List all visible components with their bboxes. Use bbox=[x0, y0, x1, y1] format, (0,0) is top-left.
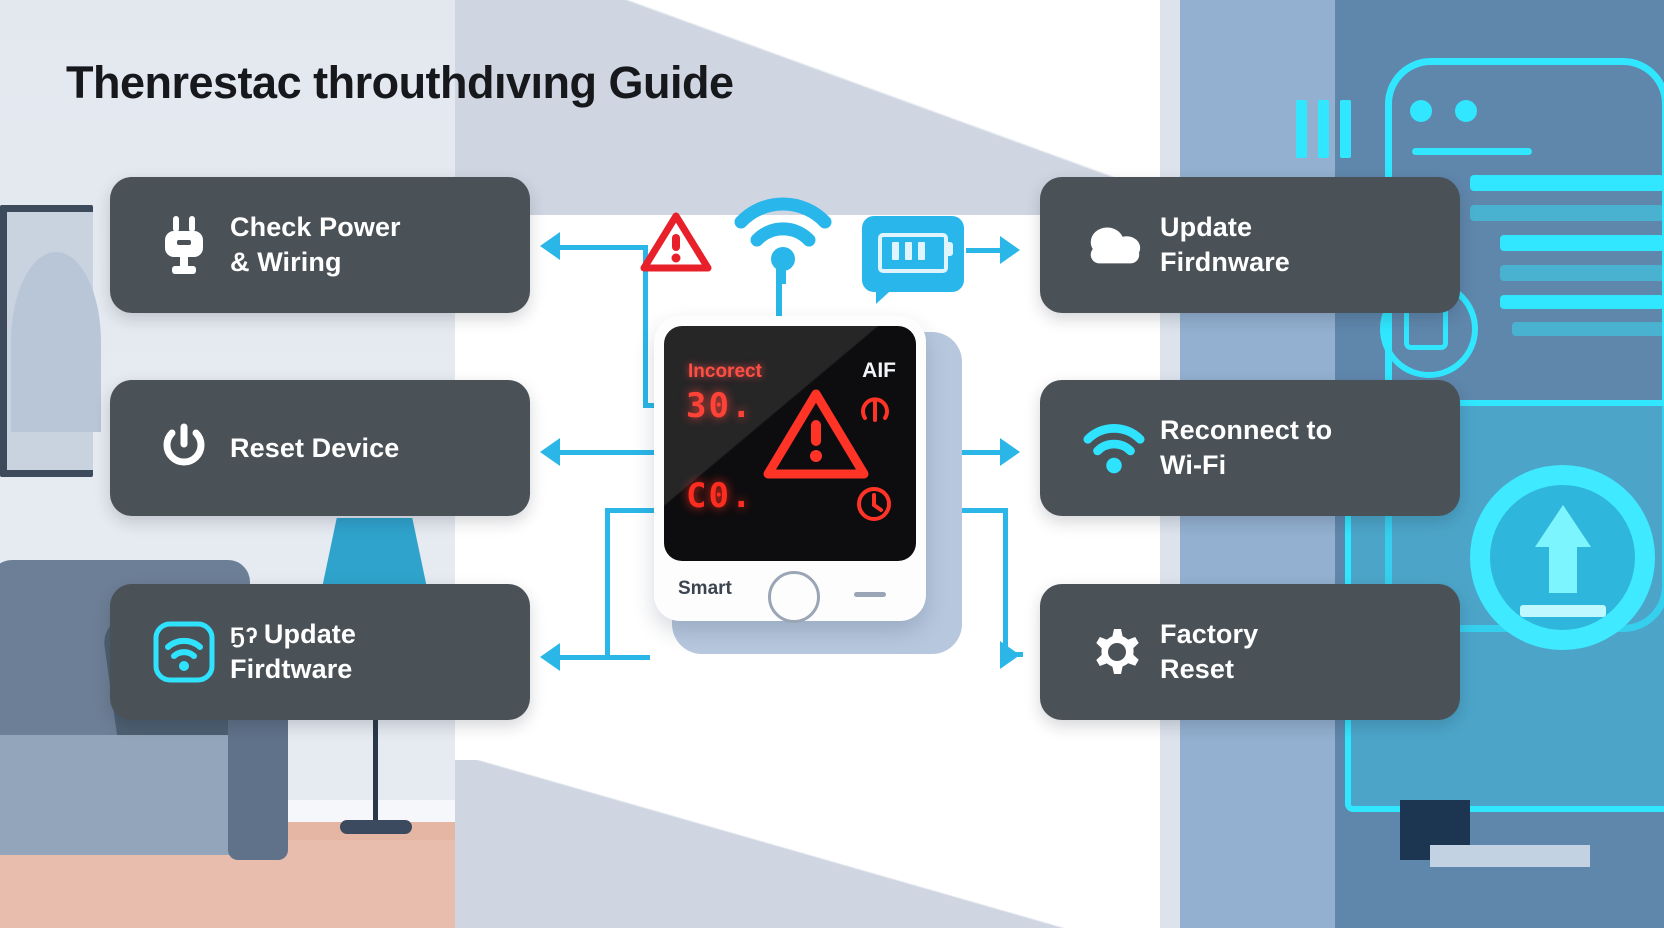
upload-arrow-head bbox=[1535, 505, 1591, 547]
neon-line-3 bbox=[1470, 205, 1664, 221]
plug-icon bbox=[152, 216, 216, 274]
card-label: Check Power & Wiring bbox=[230, 210, 401, 279]
card-reset-device[interactable]: Reset Device bbox=[110, 380, 530, 516]
connector-left-top-h bbox=[548, 245, 648, 410]
screen-glare bbox=[664, 326, 916, 561]
connector-left-bot-h bbox=[605, 655, 650, 660]
card-line-2: Reset bbox=[1160, 654, 1235, 684]
card-label: Update Firdnware bbox=[1160, 210, 1290, 279]
device-power-icon bbox=[856, 394, 894, 432]
neon-dot-left bbox=[1410, 100, 1432, 122]
card-line-2: Firdnware bbox=[1160, 247, 1290, 277]
connector-left-top-v bbox=[643, 245, 648, 408]
card-label: Factory Reset bbox=[1160, 617, 1258, 686]
device-knob[interactable] bbox=[768, 571, 820, 623]
device-warning-triangle-icon bbox=[760, 384, 872, 484]
battery-bubble-icon bbox=[862, 216, 964, 304]
arrow-right-mid bbox=[1000, 438, 1020, 466]
sofa-seat bbox=[0, 735, 270, 855]
monitor-foot bbox=[1430, 845, 1590, 867]
connector-right-top bbox=[966, 248, 1016, 253]
card-line-1: Reset Device bbox=[230, 432, 400, 463]
arrow-left-bottom bbox=[540, 643, 560, 671]
neon-dot-right bbox=[1455, 100, 1477, 122]
neon-tick-marks bbox=[1296, 100, 1356, 158]
connector-left-bot-v bbox=[605, 513, 610, 658]
device-reading-bottom: C0. bbox=[686, 476, 753, 516]
device-dash-indicator bbox=[854, 592, 886, 597]
battery-icon bbox=[878, 233, 948, 273]
neon-line-4 bbox=[1500, 235, 1664, 251]
smart-thermostat[interactable]: Incorect AIF 30. C0. bbox=[654, 316, 926, 623]
connector-right-mid bbox=[930, 450, 1015, 455]
connector-left-mid bbox=[560, 450, 660, 455]
battery-tip bbox=[945, 242, 953, 256]
wifi-signal-icon bbox=[733, 196, 833, 284]
device-mode-label: AIF bbox=[862, 359, 896, 383]
connector-right-bot-v bbox=[1003, 508, 1008, 655]
card-line-2: Firdtware bbox=[230, 654, 353, 684]
neon-line-2 bbox=[1470, 175, 1664, 191]
floor-lamp-base bbox=[340, 820, 412, 834]
neon-line-1 bbox=[1412, 148, 1532, 155]
arrow-left-top bbox=[540, 232, 560, 260]
connector-left-bot-h2 bbox=[605, 508, 663, 513]
floor-lamp-shade bbox=[322, 518, 427, 588]
card-line-1: Factory bbox=[1160, 619, 1259, 650]
card-line-1: Check Power bbox=[230, 212, 401, 243]
device-screen: Incorect AIF 30. C0. bbox=[664, 326, 916, 561]
card-factory-reset[interactable]: Factory Reset bbox=[1040, 584, 1460, 720]
device-reading-top: 30. bbox=[686, 386, 753, 426]
gear-icon bbox=[1082, 622, 1146, 682]
card-label: Reset Device bbox=[230, 431, 399, 466]
neon-line-5 bbox=[1500, 265, 1664, 281]
page-title: Thenrestac throuthdıvıng Guide bbox=[66, 57, 734, 108]
upload-baseline bbox=[1520, 605, 1606, 617]
power-icon bbox=[152, 422, 216, 474]
card-line-1: Update bbox=[1160, 212, 1253, 243]
connector-right-bot-h bbox=[930, 508, 1008, 513]
connector-left-bot-h3 bbox=[556, 655, 608, 660]
card-prefix: Ҕʔ bbox=[230, 623, 258, 649]
card-line-1: Reconnect to bbox=[1160, 415, 1333, 446]
card-line-1: Update bbox=[263, 619, 357, 650]
arrow-right-bottom bbox=[1000, 641, 1020, 669]
picture-frame-art bbox=[11, 252, 101, 432]
neon-line-7 bbox=[1512, 322, 1664, 336]
device-status-label: Incorect bbox=[688, 361, 762, 383]
card-check-power[interactable]: Check Power & Wiring bbox=[110, 177, 530, 313]
cloud-icon bbox=[1082, 222, 1146, 268]
card-label: Reconnect to Wi-Fi bbox=[1160, 413, 1332, 482]
wifi-icon bbox=[1082, 422, 1146, 474]
arrow-right-top bbox=[1000, 236, 1020, 264]
background-wedge-bottom bbox=[455, 760, 1185, 928]
connector-device-stem bbox=[776, 262, 782, 320]
card-line-2: & Wiring bbox=[230, 247, 342, 277]
warning-triangle-icon bbox=[640, 210, 712, 274]
wall-picture-frame bbox=[0, 205, 101, 477]
neon-line-6 bbox=[1500, 295, 1664, 309]
upload-arrow-stem bbox=[1549, 545, 1577, 593]
wifi-box-icon bbox=[152, 621, 216, 683]
device-brand-label: Smart bbox=[678, 578, 732, 599]
device-clock-icon bbox=[854, 484, 894, 524]
card-line-2: Wi-Fi bbox=[1160, 450, 1227, 480]
arrow-left-mid bbox=[540, 438, 560, 466]
card-reconnect-wifi[interactable]: Reconnect to Wi-Fi bbox=[1040, 380, 1460, 516]
card-update-firdnware[interactable]: Update Firdnware bbox=[1040, 177, 1460, 313]
